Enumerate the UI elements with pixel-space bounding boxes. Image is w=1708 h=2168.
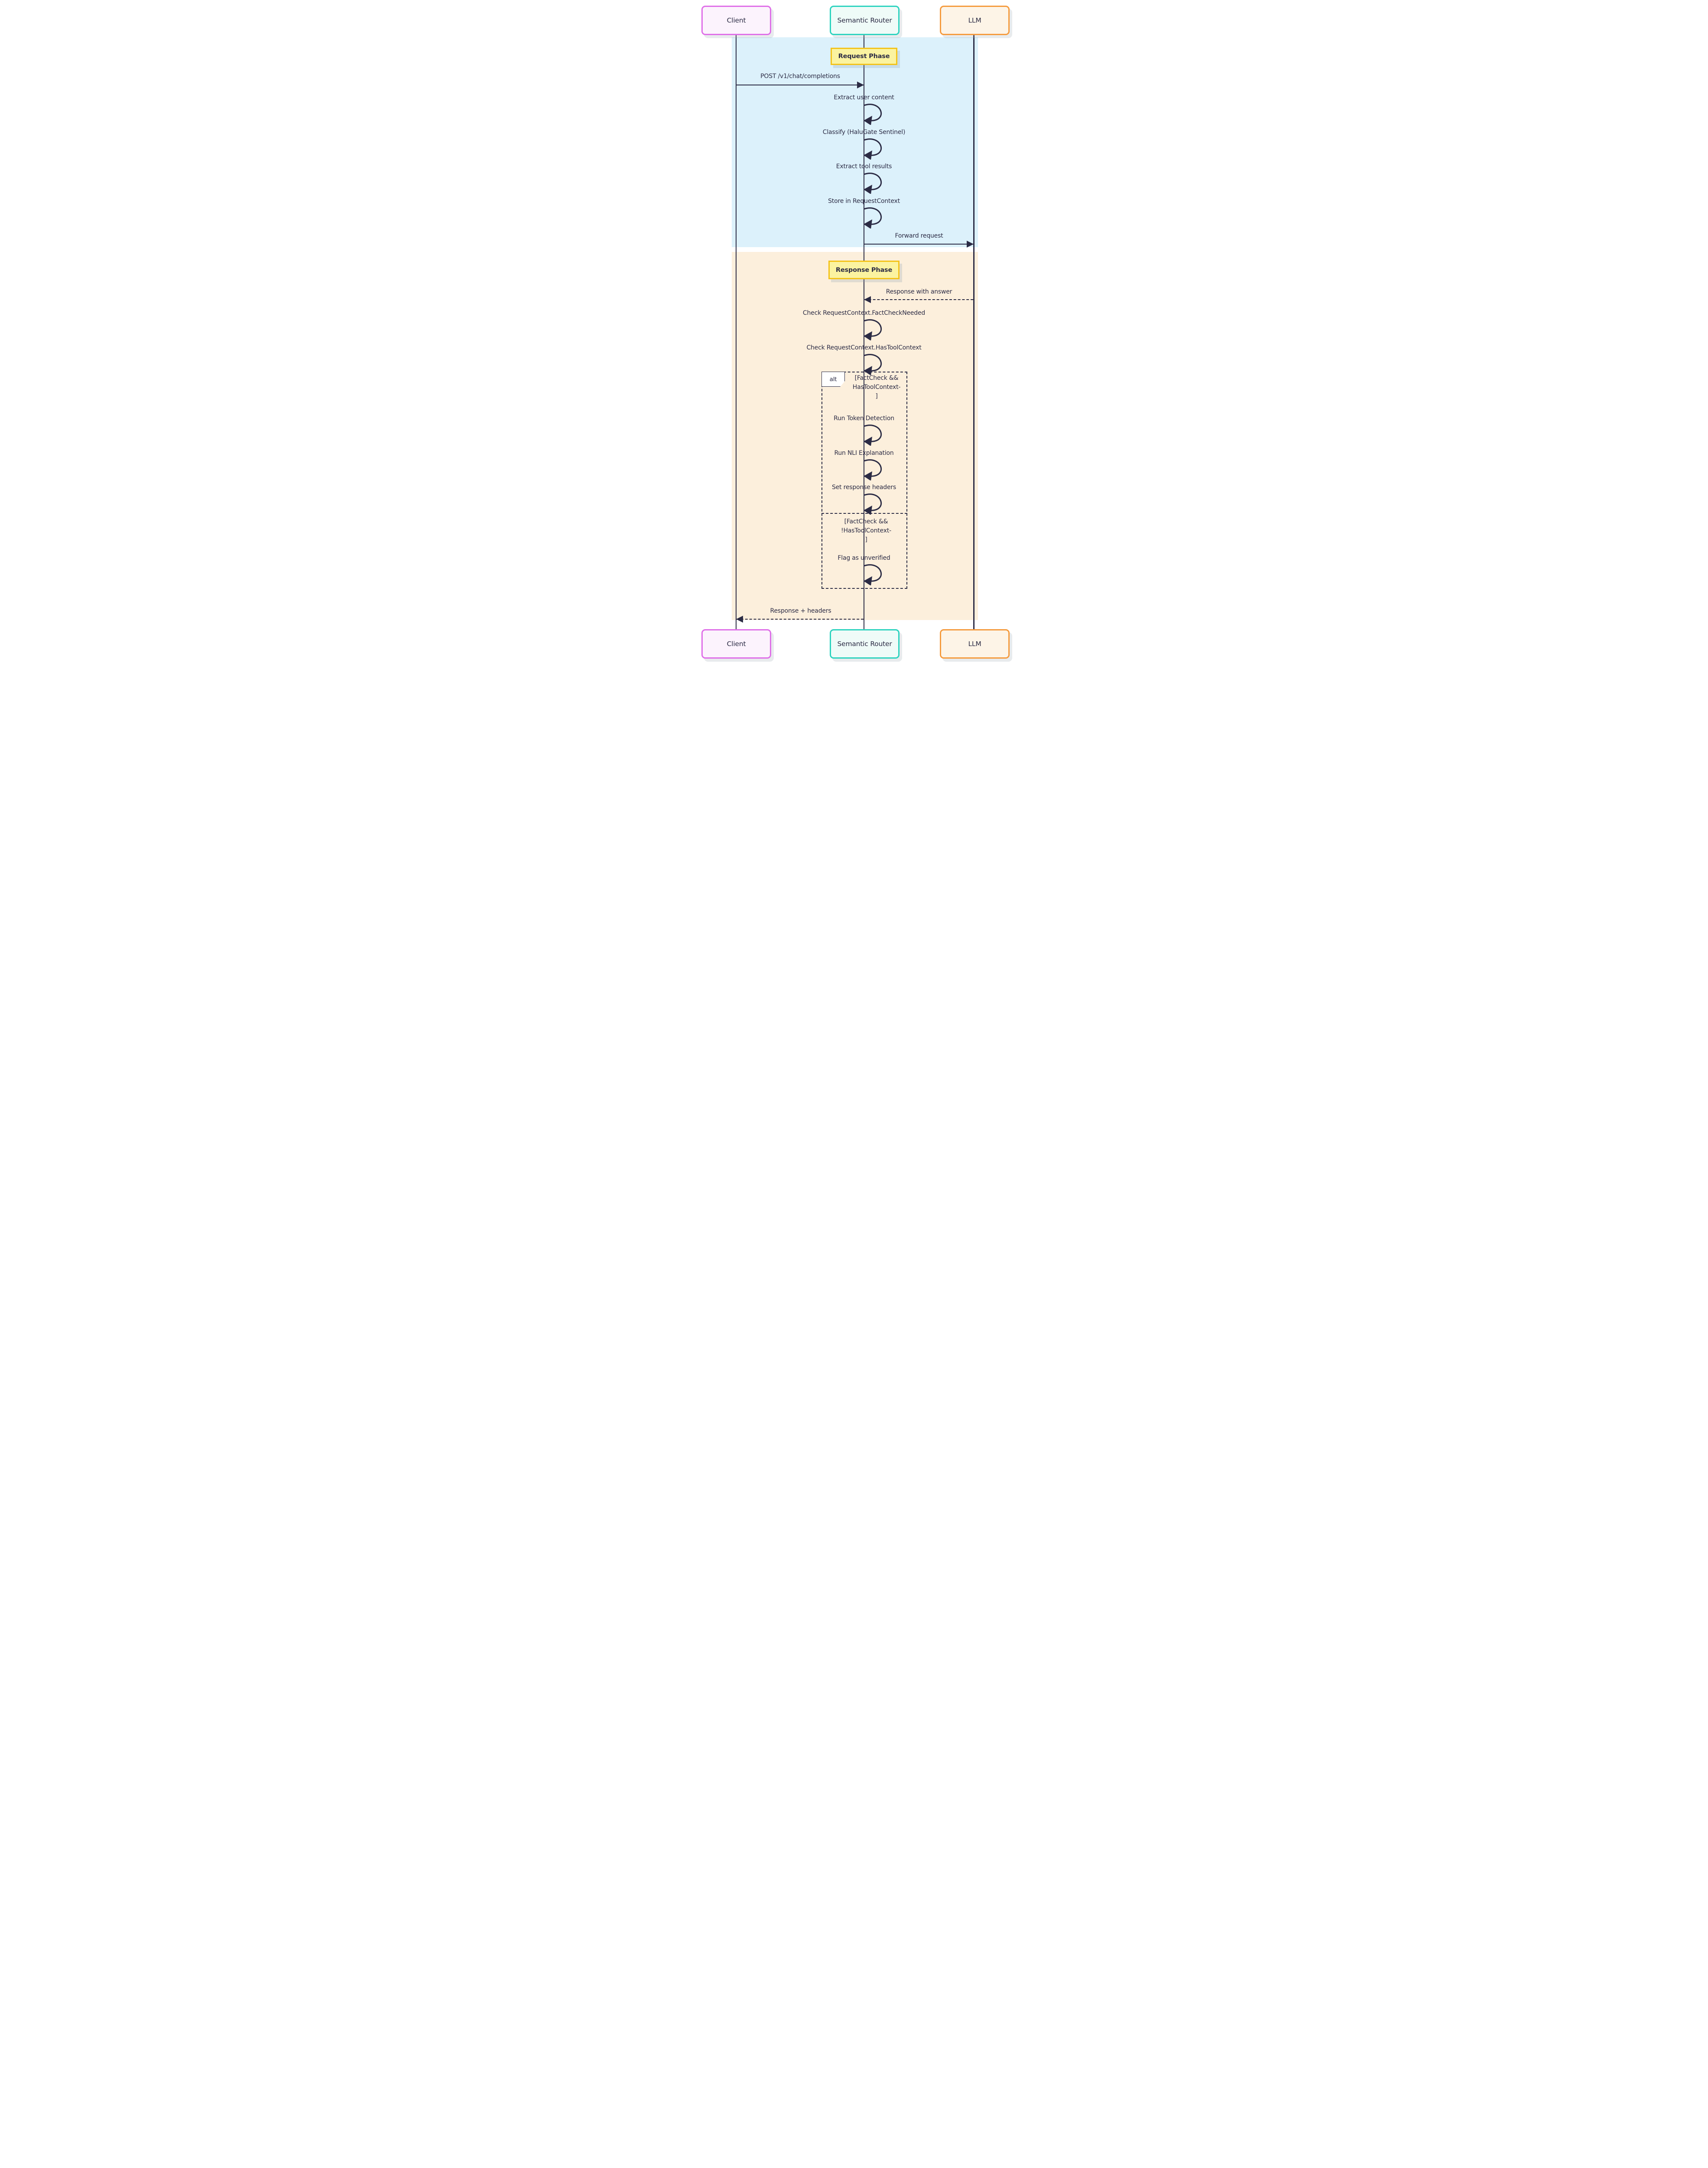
lifeline-semantic-router <box>863 33 865 629</box>
guard-line: ] <box>875 393 878 400</box>
participant-client-bottom: Client <box>701 629 771 659</box>
alt-frame-tag-label: alt <box>829 375 837 383</box>
self-loop-arrow-icon <box>863 458 887 481</box>
arrow-line <box>864 299 973 300</box>
self-message-store-in-requestcontext: Store in RequestContext <box>828 198 900 205</box>
sequence-diagram: Client Semantic Router LLM Request Phase… <box>681 0 1027 676</box>
alt-guard-else: [FactCheck && !HasToolContext- ] <box>827 517 905 545</box>
arrow-line <box>864 244 973 245</box>
self-loop-arrow-icon <box>863 563 887 586</box>
self-loop-arrow-icon <box>863 492 887 515</box>
self-message-set-response-headers: Set response headers <box>831 484 896 491</box>
participant-label: Client <box>727 16 746 24</box>
participant-llm-top: LLM <box>940 6 1010 35</box>
arrowhead-left-icon <box>736 616 743 623</box>
request-phase-title: Request Phase <box>838 53 890 60</box>
alt-guard-if: [FactCheck && HasToolContext- ] <box>840 374 913 401</box>
alt-else-divider <box>821 513 907 514</box>
self-message-extract-tool-results: Extract tool results <box>836 163 892 170</box>
self-message-check-factcheckneeded: Check RequestContext.FactCheckNeeded <box>802 310 926 317</box>
self-message-check-hastoolcontext: Check RequestContext.HasToolContext <box>806 344 922 351</box>
participant-label: Client <box>727 640 746 648</box>
message-post-chat-completions-label: POST /v1/chat/completions <box>760 73 840 80</box>
response-phase-band <box>732 252 978 620</box>
self-loop-arrow-icon <box>863 318 887 341</box>
self-loop-arrow-icon <box>863 137 887 160</box>
participant-semantic-router-top: Semantic Router <box>830 6 900 35</box>
request-phase-band <box>732 37 978 247</box>
participant-label: LLM <box>968 640 981 648</box>
self-loop-arrow-icon <box>863 171 887 194</box>
alt-frame-tag: alt <box>821 372 845 387</box>
participant-llm-bottom: LLM <box>940 629 1010 659</box>
response-phase-label: Response Phase <box>828 261 900 279</box>
guard-line: [FactCheck && <box>844 518 888 525</box>
arrow-line <box>737 619 864 620</box>
guard-line: ] <box>865 536 867 543</box>
request-phase-label: Request Phase <box>831 48 897 65</box>
self-loop-arrow-icon <box>863 423 887 446</box>
message-response-plus-headers-label: Response + headers <box>770 607 831 614</box>
guard-line: [FactCheck && <box>854 375 899 382</box>
lifeline-client <box>735 33 737 629</box>
participant-label: LLM <box>968 16 981 24</box>
guard-line: !HasToolContext- <box>841 527 891 534</box>
participant-client-top: Client <box>701 6 771 35</box>
message-response-with-answer-label: Response with answer <box>886 288 952 295</box>
self-message-classify-halugate-sentinel: Classify (HaluGate Sentinel) <box>822 129 906 136</box>
self-loop-arrow-icon <box>863 102 887 125</box>
response-phase-title: Response Phase <box>835 266 893 274</box>
arrowhead-right-icon <box>967 241 974 248</box>
arrowhead-left-icon <box>864 296 871 304</box>
message-forward-request-label: Forward request <box>895 232 943 239</box>
self-message-run-nli-explanation: Run NLI Explanation <box>834 450 894 457</box>
self-message-extract-user-content: Extract user content <box>834 94 894 101</box>
self-message-run-token-detection: Run Token Detection <box>834 415 894 422</box>
participant-label: Semantic Router <box>837 640 892 648</box>
participant-semantic-router-bottom: Semantic Router <box>830 629 900 659</box>
alt-frame <box>821 372 907 589</box>
lifeline-llm <box>973 33 975 629</box>
self-loop-arrow-icon <box>863 353 887 375</box>
guard-line: HasToolContext- <box>852 384 901 391</box>
self-message-flag-as-unverified: Flag as unverified <box>838 555 890 562</box>
participant-label: Semantic Router <box>837 16 892 24</box>
self-loop-arrow-icon <box>863 206 887 229</box>
arrowhead-right-icon <box>857 82 864 89</box>
